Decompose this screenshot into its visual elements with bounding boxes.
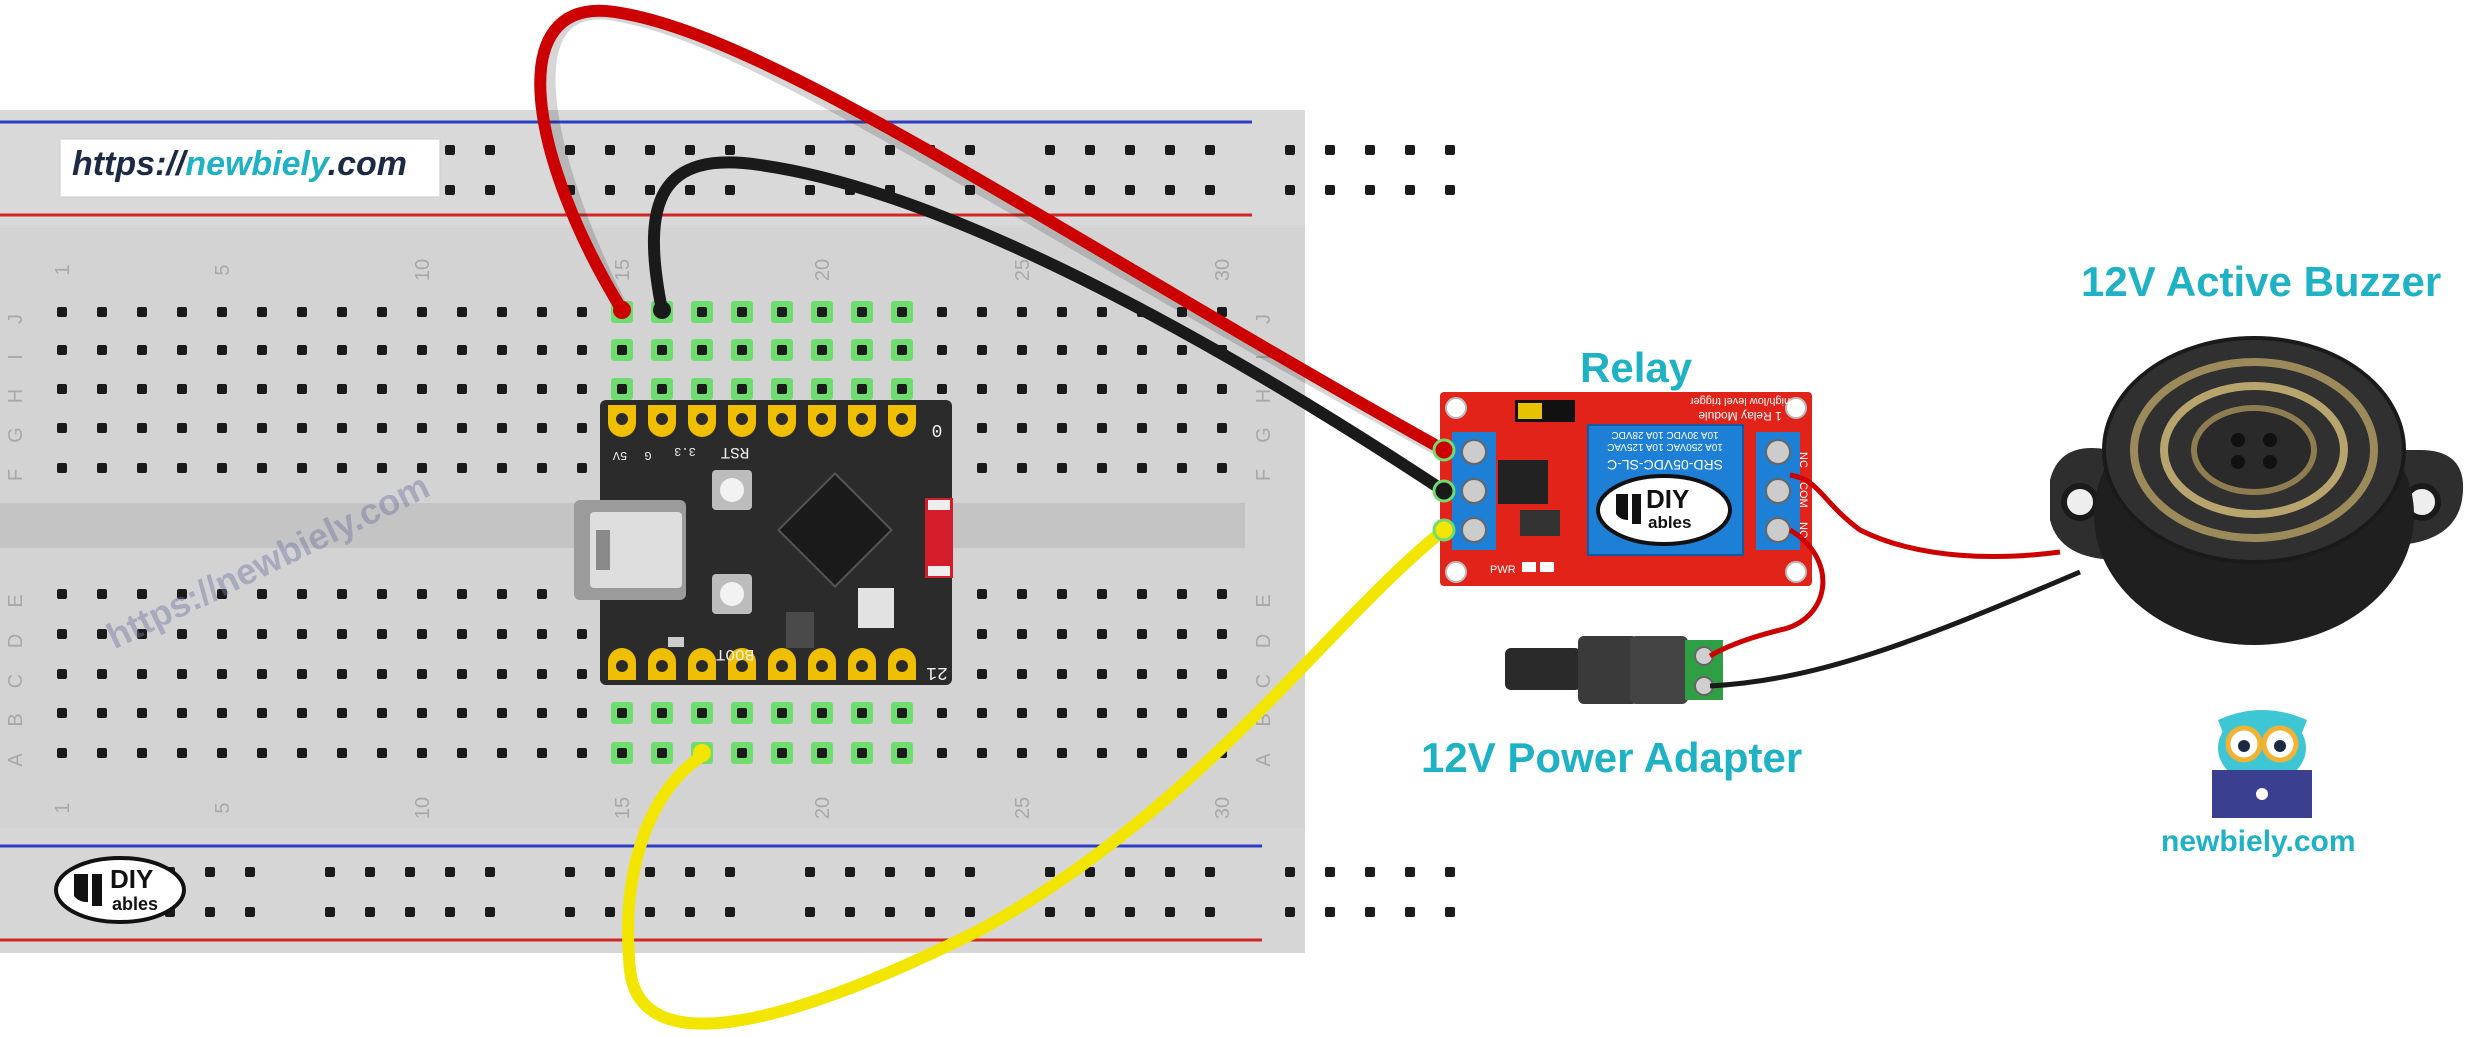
column-number: 25 [1012, 797, 1034, 819]
adapter-label: 12V Power Adapter [1421, 734, 1803, 781]
wire-red-relay-to-adapter [1708, 527, 1826, 659]
row-letter: J [5, 314, 27, 324]
wire-end-holes [613, 301, 1456, 762]
board-pin-pads-bottom [608, 648, 916, 680]
relay-pin-com: COM [1797, 482, 1809, 508]
wires [534, 4, 2081, 1030]
column-number: 30 [1212, 797, 1234, 819]
column-number: 15 [612, 259, 634, 281]
wire-red-relay-to-buzzer [1789, 472, 2061, 560]
row-letter: H [5, 389, 27, 403]
relay-logo [1596, 474, 1732, 546]
row-letter: A [1253, 753, 1275, 767]
row-letter: J [1253, 314, 1275, 324]
relay-title-line: 1 Relay Module [1698, 409, 1782, 423]
board-label-3v3: 3.3 [674, 444, 696, 458]
wire-end [653, 301, 671, 319]
brand-caption: newbiely.com [2161, 825, 2356, 858]
microcontroller-board: 0 21 RST BOOT 3.3 5V G [574, 400, 953, 685]
newbiely-owl-logo [2212, 710, 2312, 818]
row-letter: G [5, 427, 27, 443]
wire-end [693, 744, 711, 762]
row-letter: C [1253, 674, 1275, 688]
diyables-logo: DIY ables [54, 856, 186, 924]
column-number: 1 [52, 264, 74, 275]
relay-logo-text: DIY [1646, 484, 1689, 514]
relay-label: Relay [1580, 344, 1693, 391]
row-letter: E [5, 594, 27, 607]
board-label-rst: RST [721, 443, 750, 461]
row-letter: G [1253, 427, 1275, 443]
row-letter: I [1253, 354, 1275, 360]
column-number: 20 [812, 259, 834, 281]
row-letter: E [1253, 594, 1275, 607]
relay-rating-2: 10A 30VDC 10A 28VDC [1611, 429, 1718, 440]
board-label-5v: 5V [612, 448, 627, 462]
row-letter: F [5, 469, 27, 481]
column-number: 5 [212, 802, 234, 813]
board-pin-top-right: 0 [932, 419, 943, 439]
row-letter: I [5, 354, 27, 360]
dc-power-jack [1505, 636, 1723, 704]
column-number: 15 [612, 797, 634, 819]
board-pin-pads-top [608, 405, 916, 437]
row-letter: H [1253, 389, 1275, 403]
board-label-boot: BOOT [716, 645, 754, 663]
relay-logo-sub: ables [1648, 513, 1691, 532]
wire-end [1432, 479, 1456, 503]
breadboard-holes [57, 145, 1455, 917]
url-watermark: https://newbiely.com [72, 145, 407, 184]
row-letter: A [5, 753, 27, 767]
buzzer-label: 12V Active Buzzer [2081, 258, 2442, 305]
optocoupler [1498, 460, 1548, 504]
column-number: 1 [52, 802, 74, 813]
board-label-g: G [644, 448, 651, 462]
column-number: 20 [812, 797, 834, 819]
relay-led-label: PWR [1490, 564, 1516, 576]
url-domain: newbiely [185, 145, 328, 183]
row-letter: F [1253, 469, 1275, 481]
antenna-component [858, 588, 894, 628]
relay-trigger-line: high/low level trigger [1690, 395, 1791, 407]
relay-pin-nc: NC [1797, 452, 1809, 468]
wire-red [534, 4, 1450, 456]
relay-part-number: SRD-05VDC-SL-C [1607, 457, 1723, 473]
url-prefix: https:// [72, 145, 186, 183]
row-letter: C [5, 674, 27, 688]
wire-black-adapter-to-buzzer [1709, 569, 2081, 689]
relay-module: DIY ables SRD-05VDC-SL-C 10A 250VAC 10A … [1440, 392, 1812, 586]
wire-yellow [622, 524, 1450, 1030]
wire-end [613, 301, 631, 319]
diyables-logo-text: DIY [110, 864, 153, 894]
column-number: 30 [1212, 259, 1234, 281]
wire-end [1432, 438, 1456, 462]
wire-end [1432, 518, 1456, 542]
url-watermark-box [60, 139, 440, 197]
relay-rating-1: 10A 250VAC 10A 125VAC [1607, 441, 1723, 452]
row-letter: B [5, 713, 27, 726]
red-component [925, 498, 953, 578]
row-letter: D [5, 634, 27, 648]
board-pin-bottom-right: 21 [926, 662, 948, 682]
active-buzzer [2050, 336, 2464, 645]
diyables-logo-sub: ables [112, 894, 158, 914]
column-number: 10 [412, 259, 434, 281]
mcu-chip [777, 472, 893, 588]
column-number: 25 [1012, 259, 1034, 281]
row-letter: D [1253, 634, 1275, 648]
column-number: 10 [412, 797, 434, 819]
url-suffix: .com [327, 145, 408, 183]
column-number: 5 [212, 264, 234, 275]
wire-black [647, 156, 1450, 497]
